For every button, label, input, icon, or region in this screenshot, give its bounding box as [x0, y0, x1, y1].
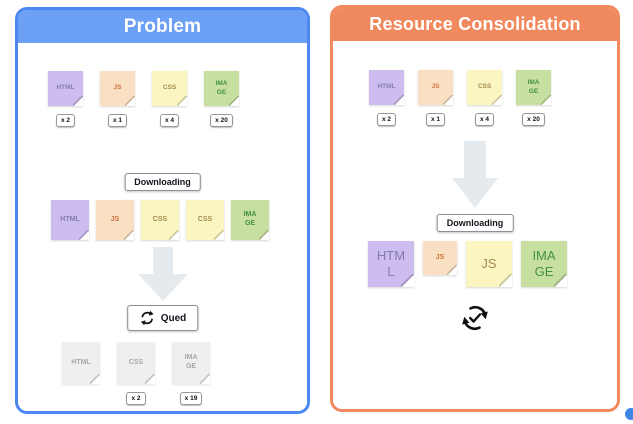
sync-check-icon: [462, 305, 488, 331]
note-label: JS: [435, 253, 445, 261]
note-label: HTML: [56, 84, 75, 92]
resource-item: IMA GE x 19: [172, 342, 210, 405]
note-label: JS: [113, 84, 122, 92]
note-label: IMA GE: [184, 354, 198, 370]
comment-marker-icon[interactable]: [625, 408, 633, 420]
sticky-note-css: CSS: [152, 71, 187, 106]
resource-item: JS x 1: [418, 70, 453, 126]
resource-item: IMA GE: [521, 241, 567, 287]
resource-item: CSS: [186, 200, 224, 240]
problem-initial-resources: HTML x 2 JS x 1 CSS x 4 IMA GE x 20: [48, 71, 239, 127]
sticky-note-image: IMA GE: [204, 71, 239, 106]
count-badge: x 4: [159, 114, 180, 127]
note-label: JS: [431, 83, 440, 91]
count-badge: x 20: [522, 113, 545, 126]
note-label: CSS: [128, 358, 144, 366]
sticky-note-html: HTM L: [368, 241, 414, 287]
consolidation-initial-resources: HTML x 2 JS x 1 CSS x 4 IMA GE x 20: [369, 70, 551, 126]
resource-item: HTM L: [368, 241, 414, 287]
count-badge: x 2: [55, 114, 76, 127]
down-arrow-icon: [137, 247, 188, 301]
note-label: HTML: [60, 215, 80, 223]
sticky-note-html: HTML: [51, 200, 89, 240]
downloading-label-text: Downloading: [134, 177, 191, 187]
sticky-note-js: JS: [96, 200, 134, 240]
sticky-note-gray: IMA GE: [172, 342, 210, 384]
note-label: CSS: [162, 84, 177, 92]
note-label: HTM L: [376, 247, 406, 279]
problem-queued-resources: HTML CSS x 2 IMA GE x 19: [62, 342, 210, 405]
sticky-note-gray: HTML: [62, 342, 100, 384]
count-badge: x 1: [425, 113, 446, 126]
note-label: JS: [481, 255, 497, 271]
note-label: IMA GE: [243, 211, 257, 227]
resource-item: HTML: [51, 200, 89, 240]
sticky-note-css: CSS: [186, 200, 224, 240]
resource-item: JS: [423, 241, 457, 275]
sticky-note-css: CSS: [141, 200, 179, 240]
sticky-note-gray: CSS: [117, 342, 155, 384]
resource-item: CSS x 2: [117, 342, 155, 405]
refresh-icon: [140, 310, 154, 326]
count-badge: x 1: [107, 114, 128, 127]
resource-item: JS: [96, 200, 134, 240]
resource-item: CSS x 4: [467, 70, 502, 126]
problem-panel-header: Problem: [18, 10, 307, 43]
panel-title: Problem: [123, 15, 202, 37]
count-badge: x 2: [376, 113, 397, 126]
resource-item: HTML: [62, 342, 100, 384]
sticky-note-css: JS: [466, 241, 512, 287]
sticky-note-image: IMA GE: [521, 241, 567, 287]
sticky-note-html: HTML: [369, 70, 404, 105]
resource-item: IMA GE x 20: [516, 70, 551, 126]
downloading-label-text: Downloading: [446, 218, 504, 228]
resource-item: HTML x 2: [369, 70, 404, 126]
sticky-note-js: JS: [423, 241, 457, 275]
panel-title: Resource Consolidation: [369, 14, 581, 34]
queued-label: Qued: [126, 305, 199, 331]
sticky-note-image: IMA GE: [231, 200, 269, 240]
sticky-note-js: JS: [418, 70, 453, 105]
problem-downloading-resources: HTML JS CSS CSS IMA GE: [51, 200, 269, 240]
resource-item: HTML x 2: [48, 71, 83, 127]
note-label: HTML: [71, 358, 91, 366]
resource-item: JS: [466, 241, 512, 287]
count-badge: x 19: [179, 392, 203, 405]
note-label: IMA GE: [527, 79, 540, 95]
problem-panel: Problem HTML x 2 JS x 1 CSS x 4 IMA GE x 20 Dow…: [15, 7, 310, 414]
sticky-note-html: HTML: [48, 71, 83, 106]
note-label: HTML: [377, 83, 396, 91]
consolidation-resources: HTM L JS JS IMA GE: [368, 241, 567, 287]
sticky-note-js: JS: [100, 71, 135, 106]
sticky-note-image: IMA GE: [516, 70, 551, 105]
note-label: CSS: [197, 215, 213, 223]
resource-item: CSS x 4: [152, 71, 187, 127]
downloading-label: Downloading: [124, 173, 201, 191]
down-arrow-icon: [452, 141, 498, 208]
note-label: CSS: [477, 83, 492, 91]
resource-item: IMA GE x 20: [204, 71, 239, 127]
count-badge: x 2: [126, 392, 146, 405]
resource-item: IMA GE: [231, 200, 269, 240]
downloading-label: Downloading: [436, 214, 514, 232]
note-label: CSS: [152, 215, 168, 223]
sticky-note-css: CSS: [467, 70, 502, 105]
queued-label-text: Qued: [160, 312, 187, 324]
resource-item: CSS: [141, 200, 179, 240]
note-label: IMA GE: [215, 80, 228, 96]
count-badge: x 20: [210, 114, 233, 127]
count-badge: x 4: [474, 113, 495, 126]
note-label: JS: [110, 215, 120, 223]
note-label: IMA GE: [532, 247, 556, 279]
resource-item: JS x 1: [100, 71, 135, 127]
consolidation-panel-header: Resource Consolidation: [333, 8, 617, 41]
resource-consolidation-panel: Resource Consolidation HTML x 2 JS x 1 CSS x …: [330, 5, 620, 412]
